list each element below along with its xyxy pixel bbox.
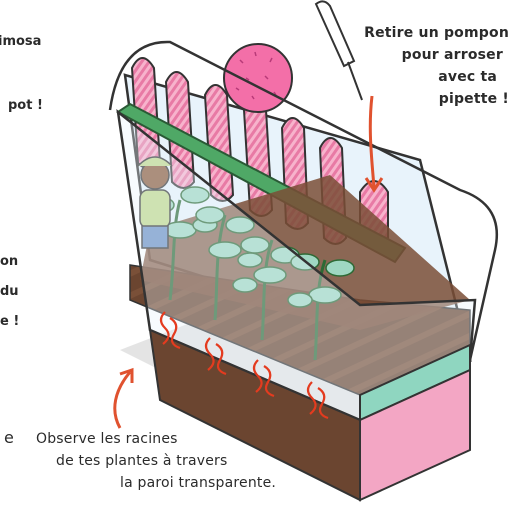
roots-line-2: de tes plantes à travers [36, 450, 276, 472]
cutoff-text-bottom: e [4, 428, 14, 447]
watering-line-2: pour arroser [364, 44, 503, 66]
roots-annotation: Observe les racines de tes plantes à tra… [36, 428, 276, 494]
watering-annotation: Retire un pompon pour arroser avec ta pi… [364, 22, 509, 110]
cutoff-text-mimosa: imosa [0, 34, 41, 49]
cutoff-text-pot: pot ! [8, 98, 43, 113]
cutoff-text-du: du [0, 284, 19, 299]
cutoff-text-on: on [0, 254, 18, 269]
pipette-icon [316, 1, 362, 100]
cutoff-text-e: e ! [0, 314, 19, 329]
arrow-to-roots [115, 370, 132, 428]
watering-line-4: pipette ! [364, 88, 509, 110]
pompon-ball [224, 44, 292, 112]
watering-line-1: Retire un pompon [364, 22, 509, 44]
roots-line-1: Observe les racines [36, 428, 276, 450]
watering-line-3: avec ta [364, 66, 497, 88]
roots-line-3: la paroi transparente. [36, 472, 276, 494]
